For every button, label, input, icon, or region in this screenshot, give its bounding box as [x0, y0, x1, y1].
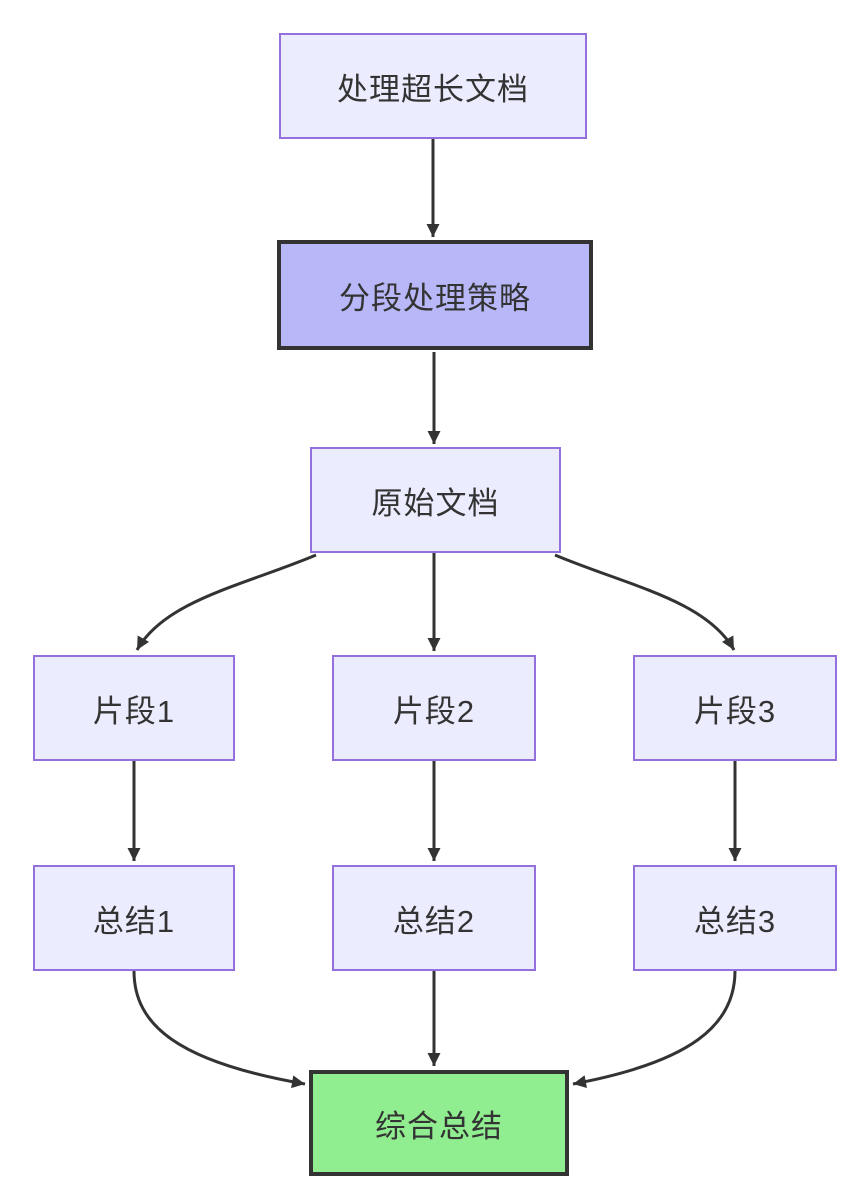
edge-c-d1 [135, 553, 317, 651]
node-final-summary: 综合总结 [309, 1070, 569, 1176]
edge-c-d3 [554, 553, 736, 651]
node-fragment-3: 片段3 [633, 655, 837, 761]
edge-e3-f [572, 970, 737, 1089]
node-source-document: 原始文档 [310, 447, 561, 553]
node-summary-1: 总结1 [33, 865, 235, 971]
node-process-long-doc: 处理超长文档 [279, 33, 587, 139]
node-summary-2: 总结2 [332, 865, 536, 971]
node-fragment-1: 片段1 [33, 655, 235, 761]
node-segment-strategy: 分段处理策略 [277, 240, 593, 350]
edge-e1-f [132, 970, 306, 1089]
node-summary-3: 总结3 [633, 865, 837, 971]
node-fragment-2: 片段2 [332, 655, 536, 761]
